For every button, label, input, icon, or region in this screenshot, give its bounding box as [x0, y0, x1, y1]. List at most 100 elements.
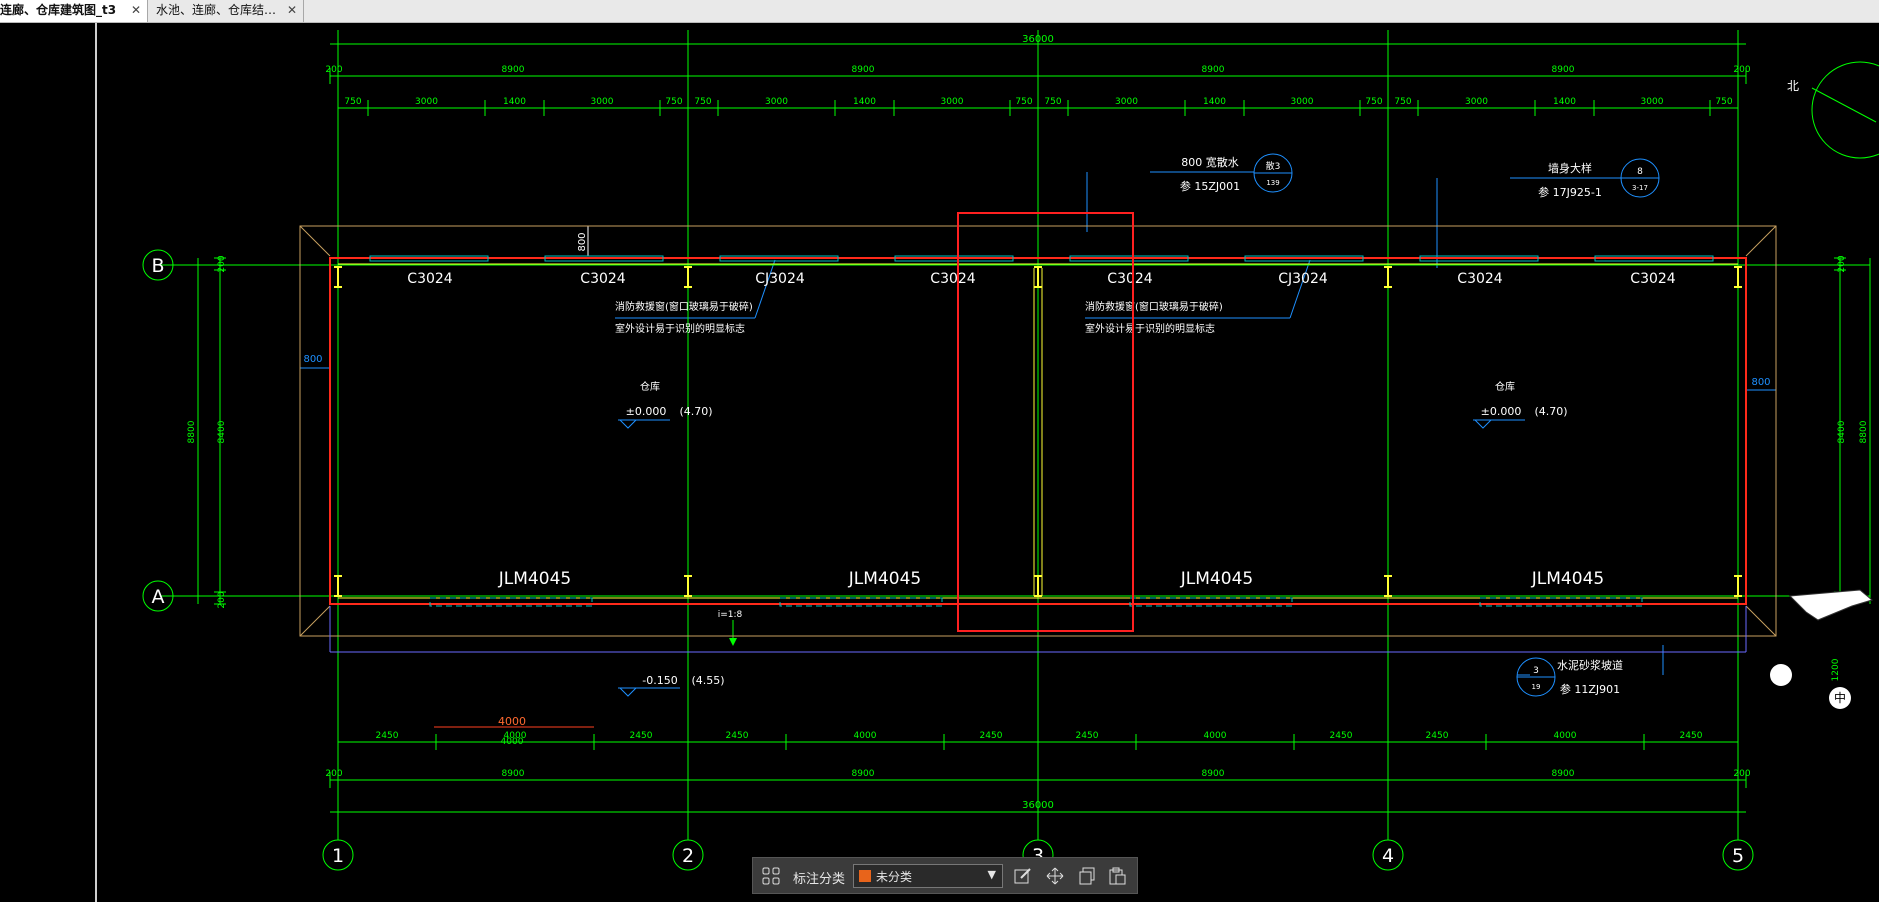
- dim-total-bottom-label: 36000: [1022, 800, 1054, 811]
- tab-label: 水池、连廊、仓库结…: [156, 3, 277, 17]
- dim_bottom_details-label: 2450: [376, 731, 399, 741]
- window-label: C3024: [930, 271, 975, 287]
- move-icon[interactable]: [1045, 866, 1065, 886]
- dim_bottom_bays-label: 200: [1733, 769, 1750, 779]
- eave-corner: [1745, 225, 1777, 257]
- category-select[interactable]: 未分类 ▼: [853, 864, 1003, 888]
- window-label: CJ3024: [1278, 271, 1328, 287]
- dim_top_bays-label: 8900: [852, 65, 875, 75]
- annotation-text: 36000 200 8900 8900 8900 8900 200 750 3000 1400 30…: [151, 34, 1869, 867]
- axis-label: 4: [1382, 845, 1394, 867]
- tab-warehouse-architecture[interactable]: 连廊、仓库建筑图_t3 ✕: [0, 0, 148, 22]
- fire-window-note: 消防救援窗(窗口玻璃易于破碎): [615, 300, 753, 313]
- dim-right-total-label: 8800: [1859, 420, 1869, 443]
- dim-left-label: 200: [217, 591, 227, 608]
- dim-right-label: 200: [1837, 255, 1847, 272]
- eave-corner: [299, 605, 331, 637]
- grid-lines: [160, 30, 1870, 840]
- paste-icon[interactable]: [1107, 866, 1127, 886]
- dim_bottom_details-label: 2450: [1426, 731, 1449, 741]
- eave-corner: [1745, 605, 1777, 637]
- elevation-marker: [1473, 419, 1493, 429]
- tab-pool-structure[interactable]: 水池、连廊、仓库结… ✕: [148, 0, 304, 22]
- slope-label: i=1:8: [718, 610, 743, 620]
- overhang-right-label: 800: [1751, 377, 1770, 388]
- left-panel: [0, 23, 97, 902]
- door-label: JLM4045: [1531, 569, 1604, 589]
- dim-right-label: 8400: [1837, 420, 1847, 443]
- dim_top_details-label: 3000: [765, 97, 788, 107]
- selection-highlight-box: [957, 212, 1134, 632]
- window-label: C3024: [580, 271, 625, 287]
- copy-icon[interactable]: [1077, 866, 1097, 886]
- dim_top_bays-label: 8900: [502, 65, 525, 75]
- red-dim-sub-label: 4000: [501, 737, 524, 747]
- category-color-swatch: [859, 870, 871, 882]
- outdoor-elevation-label: -0.150: [642, 674, 677, 687]
- dim_top_details-label: 750: [1365, 97, 1382, 107]
- axis-markers: [142, 153, 1754, 871]
- dim-total-top-label: 36000: [1022, 34, 1054, 45]
- dim_top_details-label: 3000: [1291, 97, 1314, 107]
- dim_top_bays-label: 8900: [1552, 65, 1575, 75]
- cat-bird-float-icon[interactable]: [1770, 664, 1792, 686]
- exterior-wall: [329, 257, 1747, 605]
- eave-corner: [299, 225, 331, 257]
- float-badge[interactable]: 中: [1829, 687, 1851, 709]
- axis-label: 2: [682, 845, 694, 867]
- dim_top_details-label: 750: [694, 97, 711, 107]
- detail-callout-text: 水泥砂浆坡道: [1557, 658, 1623, 672]
- detail-callout-bottom: 3-17: [1632, 184, 1648, 192]
- dim_bottom_bays-label: 8900: [502, 769, 525, 779]
- elevation-label: ±0.000: [626, 405, 667, 418]
- dim_bottom_bays-label: 8900: [1552, 769, 1575, 779]
- window-opening: [1069, 255, 1189, 262]
- dim_top_details-label: 750: [344, 97, 361, 107]
- dim_top_details-label: 750: [1015, 97, 1032, 107]
- axis-marker: [1722, 839, 1754, 871]
- dim_bottom_bays-label: 8900: [852, 769, 875, 779]
- detail-callout-top: 3: [1533, 666, 1539, 676]
- door-label: JLM4045: [1180, 569, 1253, 589]
- outdoor-elevation-note: (4.55): [691, 674, 724, 687]
- doors: [334, 255, 1742, 607]
- dim_bottom_details-label: 2450: [1330, 731, 1353, 741]
- overhang-top-label: 800: [577, 232, 588, 251]
- edit-icon[interactable]: [1013, 866, 1033, 886]
- dim_bottom_details-label: 4000: [854, 731, 877, 741]
- close-icon[interactable]: ✕: [286, 3, 297, 17]
- room-name: 仓库: [1495, 380, 1515, 393]
- window-opening: [544, 255, 664, 262]
- door-opening: [779, 597, 943, 607]
- dim_top_details-label: 1400: [1553, 97, 1576, 107]
- detail-callout-bottom: 139: [1266, 179, 1279, 187]
- close-icon[interactable]: ✕: [130, 3, 141, 17]
- leader-line: [1289, 259, 1311, 319]
- window-opening: [1419, 255, 1539, 262]
- grid-icon[interactable]: [761, 866, 781, 886]
- fire-window-note: 室外设计易于识别的明显标志: [1085, 322, 1215, 335]
- window-opening: [894, 255, 1014, 262]
- dim_top_bays-label: 200: [325, 65, 342, 75]
- dim_top_details-label: 750: [1394, 97, 1411, 107]
- elevation-marker: [618, 419, 638, 429]
- dim-left-label: 8400: [217, 420, 227, 443]
- category-value: 未分类: [876, 870, 913, 884]
- door-opening: [1479, 597, 1643, 607]
- document-tab-bar: 连廊、仓库建筑图_t3 ✕ 水池、连廊、仓库结… ✕: [0, 0, 1879, 23]
- dim_top_bays-label: 200: [1733, 65, 1750, 75]
- dim_bottom_details-label: 2450: [1680, 731, 1703, 741]
- dim_top_details-label: 1400: [503, 97, 526, 107]
- axis-marker: [1372, 839, 1404, 871]
- dim_bottom_details-label: 2450: [726, 731, 749, 741]
- dim_bottom_bays-label: 200: [325, 769, 342, 779]
- dim_top_details-label: 3000: [1641, 97, 1664, 107]
- room-name: 仓库: [640, 380, 660, 393]
- elevation-marker: [618, 687, 638, 697]
- axis-marker: [672, 839, 704, 871]
- red-dim-label: 4000: [498, 715, 526, 728]
- window-opening: [1594, 255, 1714, 262]
- window-label: C3024: [1630, 271, 1675, 287]
- dim_top_bays-label: 8900: [1202, 65, 1225, 75]
